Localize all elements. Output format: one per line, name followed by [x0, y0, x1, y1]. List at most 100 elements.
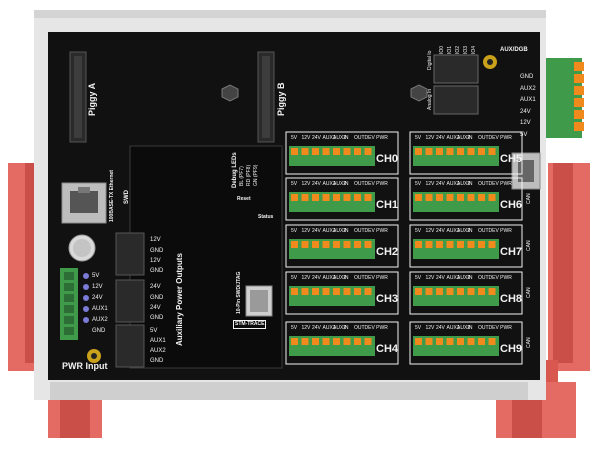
pwr-input-title: PWR Input	[62, 361, 108, 371]
aux-power-row-label: 5V	[150, 328, 158, 334]
channel-pin-label: 5V	[415, 135, 422, 141]
pwr-input-pin-label: 5V	[92, 273, 100, 279]
terminal-lever	[354, 288, 361, 295]
channel-pin-label: 24V	[312, 228, 321, 234]
terminal-lever	[436, 338, 443, 345]
terminal-lever	[301, 194, 309, 201]
terminal-lever	[467, 288, 475, 295]
terminal-lever	[415, 148, 422, 155]
swd-label: SWD	[124, 190, 130, 204]
channel-label: CH0	[376, 153, 399, 165]
channel-pin-label: DEV PWR	[364, 325, 388, 331]
terminal-lever	[488, 241, 496, 248]
terminal-lever	[457, 194, 464, 201]
channel-pin-label: 5V	[415, 181, 422, 187]
channel-label: CH4	[376, 343, 399, 355]
channel-pin-label: DEV PWR	[488, 228, 512, 234]
terminal-lever	[312, 288, 319, 295]
terminal-lever	[446, 148, 454, 155]
aux-power-row-label: AUX2	[150, 348, 166, 354]
terminal-lever	[488, 288, 496, 295]
channel-pin-label: AUX1	[446, 275, 460, 281]
terminal-lever	[415, 241, 422, 248]
terminal-lever	[343, 194, 351, 201]
digital-io-column-label: IO0	[439, 45, 445, 54]
terminal-lever	[333, 241, 340, 248]
terminal-lever	[436, 194, 443, 201]
terminal-lever	[436, 241, 443, 248]
channel-pin-label: OUT	[478, 275, 489, 281]
channel-pin-label: 5V	[415, 275, 422, 281]
terminal-lever	[478, 148, 485, 155]
terminal-lever	[354, 148, 361, 155]
channel-pin-label: 12V	[301, 228, 311, 234]
channel-pin-label: OUT	[478, 228, 489, 234]
can-label: CAN	[526, 240, 532, 251]
terminal-lever	[488, 148, 496, 155]
terminal-lever	[364, 241, 372, 248]
channel-pin-label: 24V	[312, 325, 321, 331]
terminal-lever	[343, 288, 351, 295]
terminal-lever	[343, 338, 351, 345]
channel-pin-label: AUX2	[333, 135, 347, 141]
channel-pin-label: IN	[467, 181, 473, 187]
channel-pin-label: AUX2	[333, 325, 347, 331]
channel-pin-label: 12V	[425, 325, 435, 331]
debug-led-item: RD (PF8)	[246, 164, 252, 186]
standoff	[221, 84, 239, 102]
terminal-lever	[322, 338, 330, 345]
channel-terminal-block	[409, 224, 523, 268]
aux-power-row-label: GND	[150, 358, 164, 364]
digital-io-column-label: IO1	[447, 45, 453, 54]
channel-pin-label: AUX1	[322, 275, 336, 281]
terminal-lever	[291, 338, 298, 345]
channel-pin-label: OUT	[354, 325, 365, 331]
ethernet-label: 100BASE-TX Ethernet	[109, 170, 115, 222]
piggy-a-label: Piggy A	[87, 82, 97, 116]
terminal-lever	[333, 288, 340, 295]
terminal-lever	[322, 148, 330, 155]
channel-pin-label: 12V	[425, 135, 435, 141]
terminal-lever	[312, 241, 319, 248]
terminal-lever	[301, 338, 309, 345]
channel-pin-label: 24V	[312, 181, 321, 187]
channel-label: CH9	[500, 343, 523, 355]
aux-dbg-pin-label: AUX1	[520, 97, 536, 103]
terminal-lever	[467, 241, 475, 248]
terminal-lever	[343, 148, 351, 155]
status-label: Status	[258, 214, 274, 220]
channel-pin-label: IN	[467, 325, 473, 331]
channel-pin-label: AUX2	[457, 228, 471, 234]
channel-pin-label: 24V	[436, 181, 445, 187]
channel-pin-label: AUX1	[446, 325, 460, 331]
channel-pin-label: 12V	[425, 275, 435, 281]
channel-pin-label: 5V	[291, 228, 298, 234]
analog-in-header	[433, 85, 479, 115]
terminal-lever	[488, 194, 496, 201]
terminal-lever	[333, 148, 340, 155]
channel-pin-label: AUX2	[333, 275, 347, 281]
channel-pin-label: 5V	[291, 135, 298, 141]
terminal-lever	[415, 194, 422, 201]
channel-pin-label: AUX1	[322, 135, 336, 141]
terminal-lever	[291, 148, 298, 155]
aux-dbg-pin-label: AUX2	[520, 85, 536, 92]
digital-io-column-label: IO2	[455, 45, 461, 54]
channel-label: CH1	[376, 199, 399, 211]
terminal-lever	[478, 338, 485, 345]
terminal-lever	[322, 288, 330, 295]
channel-pin-label: DEV PWR	[364, 181, 388, 187]
channel-label: CH3	[376, 293, 399, 305]
channel-pin-label: 24V	[436, 228, 445, 234]
channel-label: CH7	[500, 246, 523, 258]
channel-pin-label: DEV PWR	[488, 325, 512, 331]
channel-pin-label: OUT	[354, 135, 365, 141]
channel-pin-label: OUT	[354, 181, 365, 187]
channel-pin-label: 5V	[415, 325, 422, 331]
channel-pin-label: IN	[343, 325, 349, 331]
terminal-lever	[364, 194, 372, 201]
channel-label: CH8	[500, 293, 523, 305]
terminal-lever	[291, 241, 298, 248]
